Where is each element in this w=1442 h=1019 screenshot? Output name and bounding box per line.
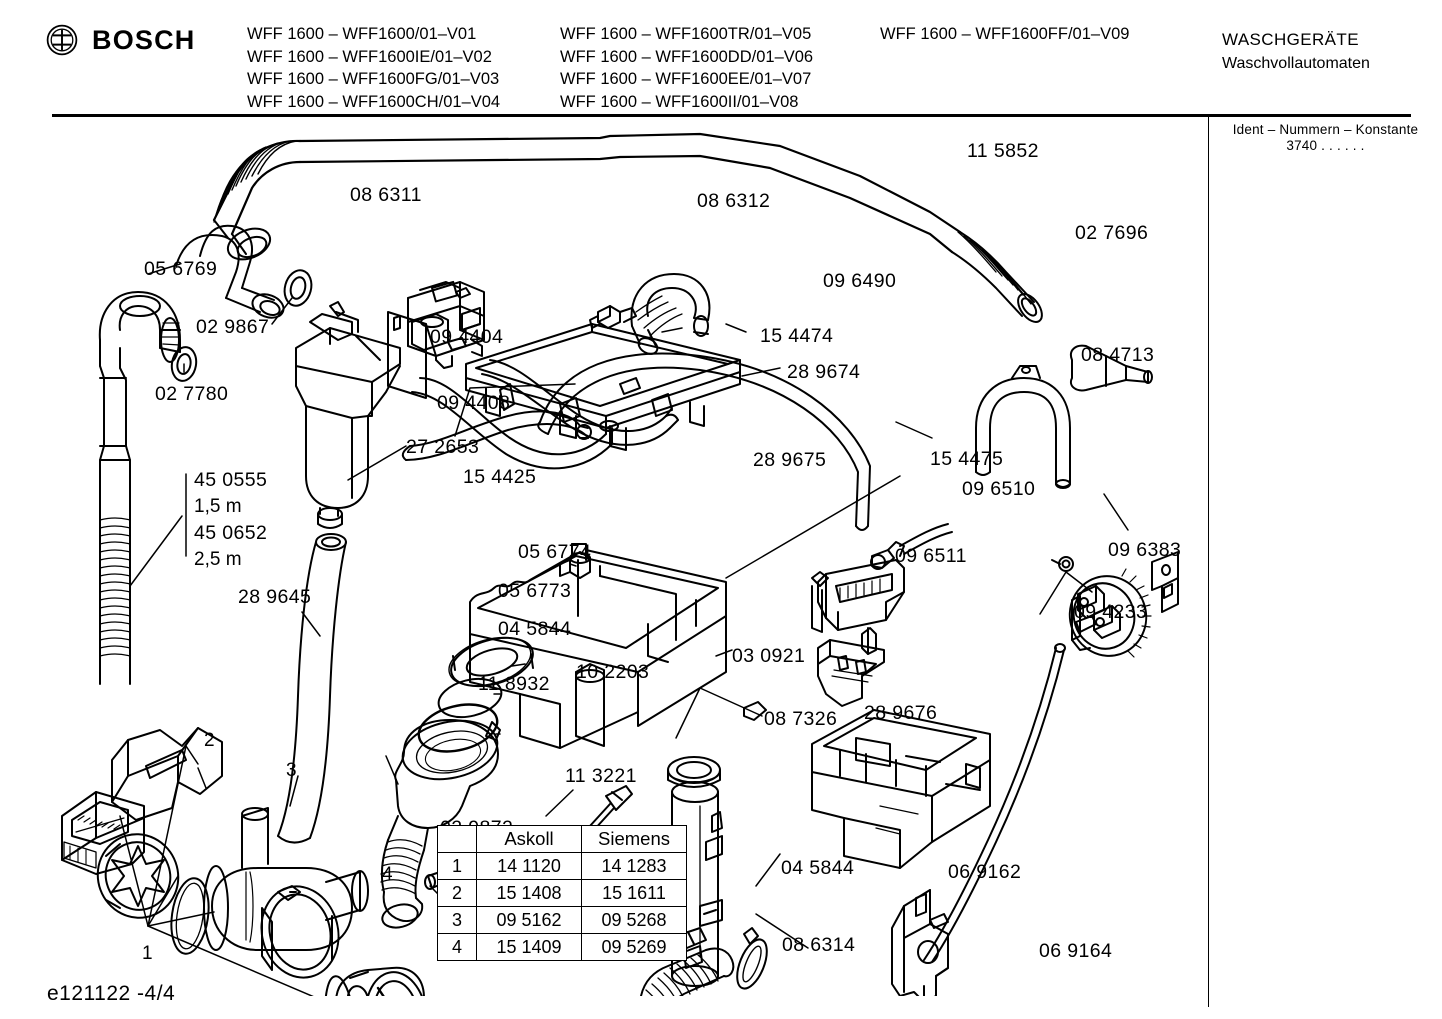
row-index: 2 bbox=[437, 879, 477, 907]
length-1-5-m: 1,5 m bbox=[194, 496, 242, 517]
column-header-siemens: Siemens bbox=[581, 825, 687, 853]
askoll-number: 09 5162 bbox=[476, 906, 582, 934]
siemens-number: 15 1611 bbox=[581, 879, 687, 907]
part-number-10-2203: 10 2203 bbox=[576, 661, 650, 683]
callout-number-2: 2 bbox=[204, 730, 215, 751]
askoll-number: 14 1120 bbox=[476, 852, 582, 880]
model-line: WFF 1600 – WFF1600FG/01–V03 bbox=[247, 70, 500, 88]
part-number-08-6312: 08 6312 bbox=[697, 190, 771, 212]
model-list-column-1: WFF 1600 – WFF1600/01–V01 WFF 1600 – WFF… bbox=[247, 23, 500, 113]
table-header-row: Askoll Siemens bbox=[437, 825, 687, 853]
part-number-15-4425: 15 4425 bbox=[463, 466, 537, 488]
callout-number-3: 3 bbox=[286, 760, 297, 781]
part-number-04-5844-left: 04 5844 bbox=[498, 618, 572, 640]
model-line: WFF 1600 – WFF1600EE/01–V07 bbox=[560, 70, 812, 88]
table-row: 2 15 1408 15 1611 bbox=[437, 879, 687, 907]
parts-cross-reference-table: Askoll Siemens 1 14 1120 14 1283 2 15 14… bbox=[437, 825, 687, 961]
row-index: 3 bbox=[437, 906, 477, 934]
siemens-number: 09 5269 bbox=[581, 933, 687, 961]
table-row: 3 09 5162 09 5268 bbox=[437, 906, 687, 934]
part-number-02-7696: 02 7696 bbox=[1075, 222, 1149, 244]
document-code: e121122 -4/4 bbox=[47, 982, 176, 1005]
part-number-09-6383: 09 6383 bbox=[1108, 539, 1182, 561]
model-line: WFF 1600 – WFF1600FF/01–V09 bbox=[880, 25, 1130, 43]
table-row: 1 14 1120 14 1283 bbox=[437, 852, 687, 880]
part-number-03-0921: 03 0921 bbox=[732, 645, 806, 667]
part-number-11-3221: 11 3221 bbox=[565, 765, 637, 787]
ident-number-block: Ident – Nummern – Konstante 3740 . . . .… bbox=[1213, 122, 1438, 153]
part-number-28-9675: 28 9675 bbox=[753, 449, 827, 471]
part-number-09-6510: 09 6510 bbox=[962, 478, 1036, 500]
part-number-06-9164: 06 9164 bbox=[1039, 940, 1113, 962]
category-block: WASCHGERÄTE Waschvollautomaten bbox=[1222, 28, 1370, 76]
model-list-column-2: WFF 1600 – WFF1600TR/01–V05 WFF 1600 – W… bbox=[560, 23, 813, 113]
ident-value: 3740 . . . . . . bbox=[1286, 138, 1365, 153]
part-number-11-5852: 11 5852 bbox=[967, 140, 1039, 162]
part-number-27-2653: 27 2653 bbox=[406, 436, 480, 458]
part-number-09-6511: 09 6511 bbox=[895, 545, 967, 567]
bosch-logo-icon bbox=[46, 24, 78, 56]
model-line: WFF 1600 – WFF1600DD/01–V06 bbox=[560, 47, 814, 66]
model-line: WFF 1600 – WFF1600CH/01–V04 bbox=[247, 92, 501, 111]
part-number-08-6314: 08 6314 bbox=[782, 934, 856, 956]
part-number-28-9674: 28 9674 bbox=[787, 361, 861, 383]
category-title: WASCHGERÄTE bbox=[1222, 30, 1359, 49]
part-number-04-5844-right: 04 5844 bbox=[781, 857, 855, 879]
page-header: BOSCH WFF 1600 – WFF1600/01–V01 WFF 1600… bbox=[0, 0, 1442, 118]
row-index: 4 bbox=[437, 933, 477, 961]
part-number-05-6774: 05 6774 bbox=[518, 541, 592, 563]
brand-name: BOSCH bbox=[92, 24, 196, 55]
part-number-28-9645: 28 9645 bbox=[238, 586, 312, 608]
model-line: WFF 1600 – WFF1600II/01–V08 bbox=[560, 92, 799, 111]
column-header-askoll: Askoll bbox=[476, 825, 582, 853]
part-number-05-6773: 05 6773 bbox=[498, 580, 572, 602]
askoll-number: 15 1408 bbox=[476, 879, 582, 907]
row-index: 1 bbox=[437, 852, 477, 880]
length-2-5-m: 2,5 m bbox=[194, 549, 242, 570]
table-row: 4 15 1409 09 5269 bbox=[437, 933, 687, 961]
column-header-index bbox=[437, 825, 477, 853]
part-number-15-4474: 15 4474 bbox=[760, 325, 834, 347]
brand-block: BOSCH bbox=[46, 24, 196, 56]
model-list-column-3: WFF 1600 – WFF1600FF/01–V09 bbox=[880, 23, 1129, 46]
part-number-08-4713: 08 4713 bbox=[1081, 344, 1155, 366]
part-number-06-9162: 06 9162 bbox=[948, 861, 1022, 883]
part-number-09-4408: 09 4408 bbox=[437, 392, 511, 414]
callout-number-4: 4 bbox=[382, 864, 393, 885]
part-number-45-0555: 45 0555 bbox=[194, 469, 268, 491]
part-number-15-4475: 15 4475 bbox=[930, 448, 1004, 470]
part-number-11-8932: 11 8932 bbox=[478, 673, 550, 695]
part-number-45-0652: 45 0652 bbox=[194, 522, 268, 544]
part-number-02-7780: 02 7780 bbox=[155, 383, 229, 405]
header-divider bbox=[52, 114, 1411, 117]
part-number-28-9676: 28 9676 bbox=[864, 702, 938, 724]
part-number-05-6769: 05 6769 bbox=[144, 258, 218, 280]
right-panel-divider bbox=[1208, 117, 1209, 1007]
siemens-number: 09 5268 bbox=[581, 906, 687, 934]
model-line: WFF 1600 – WFF1600TR/01–V05 bbox=[560, 25, 812, 43]
part-number-08-6311: 08 6311 bbox=[350, 184, 422, 206]
part-number-02-9867: 02 9867 bbox=[196, 316, 270, 338]
callout-number-1: 1 bbox=[142, 943, 153, 964]
category-subtitle: Waschvollautomaten bbox=[1222, 55, 1370, 72]
part-number-09-4233: 09 4233 bbox=[1074, 601, 1148, 623]
model-line: WFF 1600 – WFF1600IE/01–V02 bbox=[247, 47, 492, 66]
part-number-09-4404: 09 4404 bbox=[430, 326, 504, 348]
part-number-09-6490: 09 6490 bbox=[823, 270, 897, 292]
siemens-number: 14 1283 bbox=[581, 852, 687, 880]
model-line: WFF 1600 – WFF1600/01–V01 bbox=[247, 25, 477, 43]
askoll-number: 15 1409 bbox=[476, 933, 582, 961]
ident-label: Ident – Nummern – Konstante bbox=[1232, 122, 1419, 137]
part-number-08-7326: 08 7326 bbox=[764, 708, 838, 730]
